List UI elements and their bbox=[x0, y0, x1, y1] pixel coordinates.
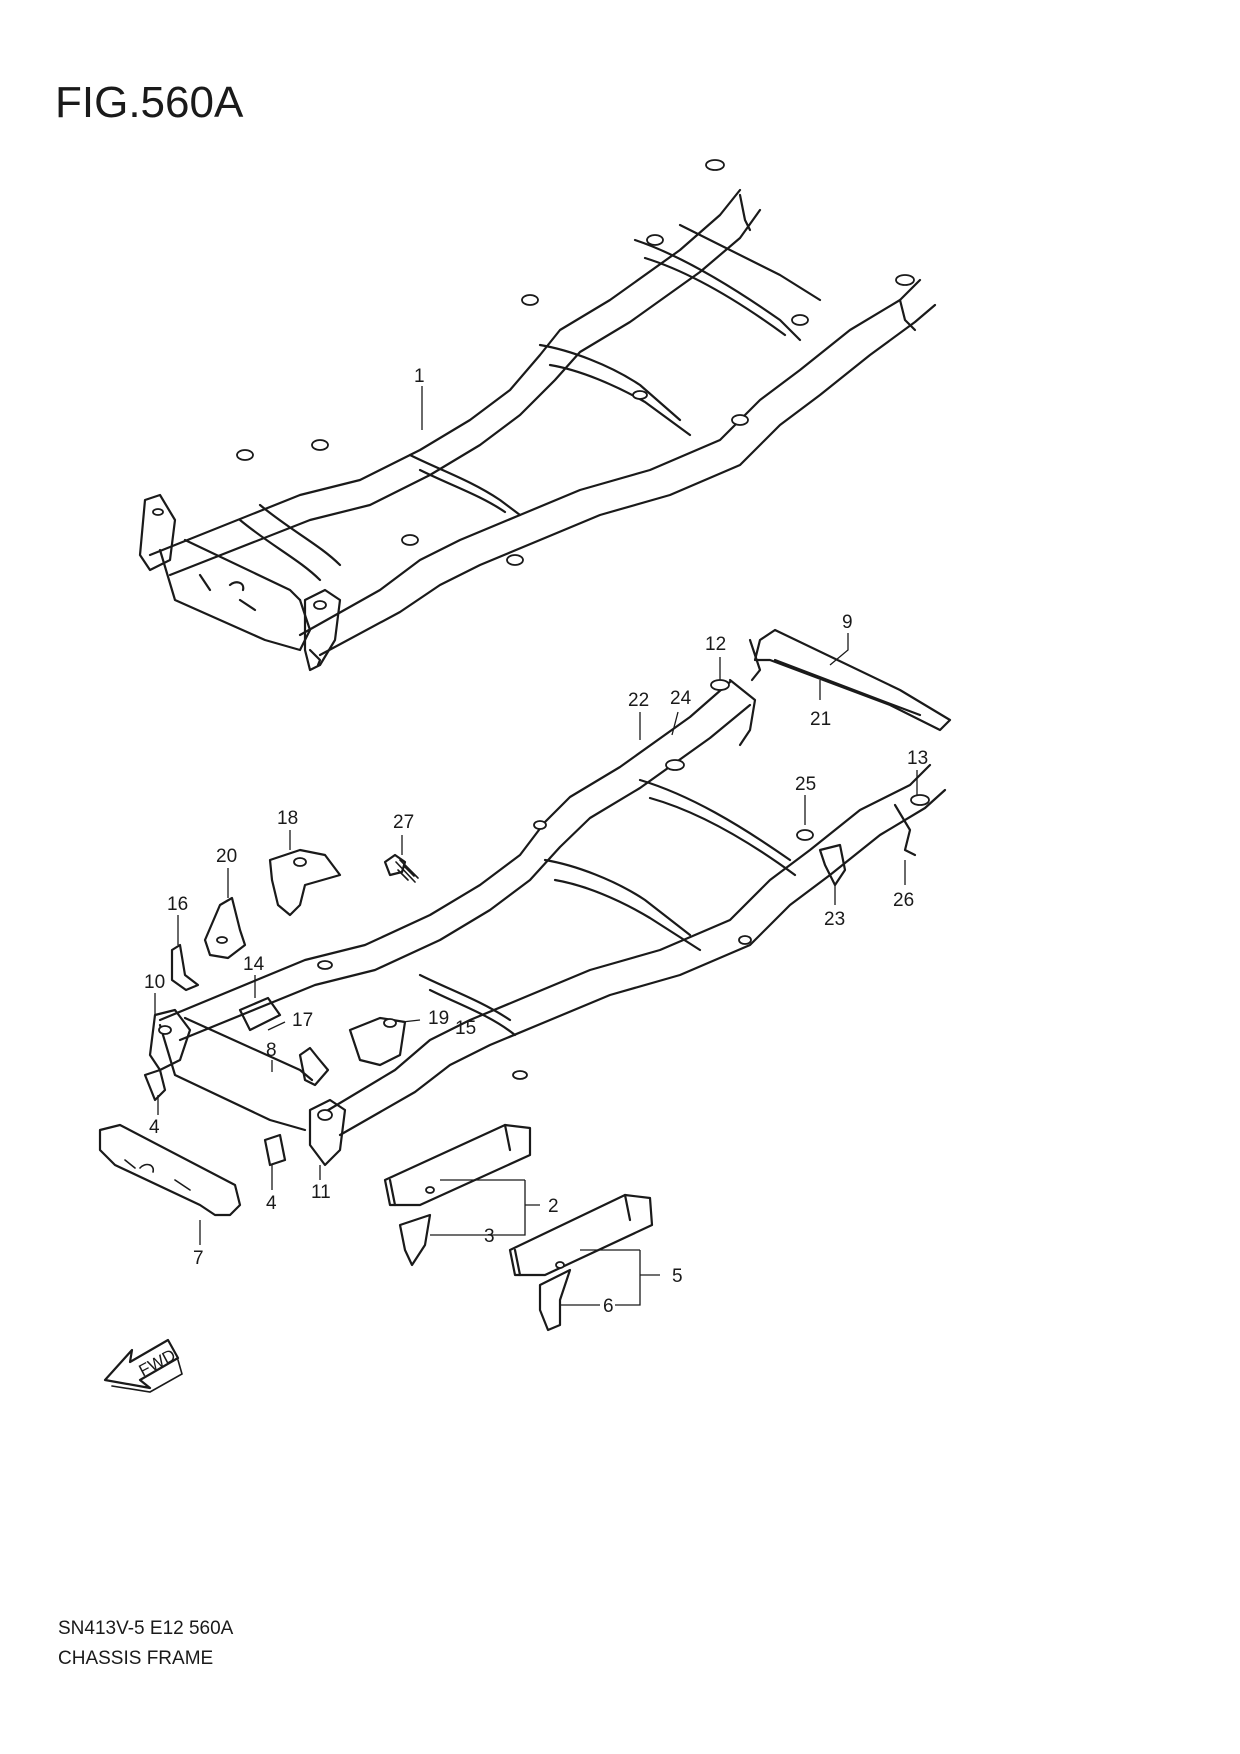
figure-title: FIG.560A bbox=[55, 78, 244, 127]
callout-27: 27 bbox=[393, 812, 414, 833]
bracket-6 bbox=[538, 1268, 572, 1332]
callout-23: 23 bbox=[824, 909, 845, 930]
bracket-14 bbox=[238, 996, 282, 1032]
callout-19: 19 bbox=[428, 1008, 449, 1029]
model-code: SN413V-5 E12 560A bbox=[58, 1618, 234, 1639]
callout-1: 1 bbox=[414, 366, 425, 387]
callout-26: 26 bbox=[893, 890, 914, 911]
fwd-label: FWD bbox=[136, 1345, 179, 1380]
callout-labels: 2 3 4 4 5 6 7 8 9 10 11 12 13 14 15 16 1… bbox=[144, 612, 928, 1317]
callout-14: 14 bbox=[243, 954, 265, 975]
callout-11: 11 bbox=[311, 1182, 331, 1203]
callout-8: 8 bbox=[266, 1040, 277, 1061]
callout-21: 21 bbox=[810, 709, 831, 730]
callout-20: 20 bbox=[216, 846, 237, 867]
exploded-chassis-frame bbox=[143, 678, 947, 1167]
rail-section-2 bbox=[383, 1123, 532, 1207]
callout-22: 22 bbox=[628, 690, 649, 711]
leader-lines bbox=[154, 633, 918, 1306]
callout-5: 5 bbox=[672, 1266, 683, 1287]
callout-15: 15 bbox=[455, 1018, 476, 1039]
assembled-chassis-frame bbox=[138, 159, 937, 672]
callout-25: 25 bbox=[795, 774, 816, 795]
rail-section-5 bbox=[508, 1193, 654, 1277]
bracket-16 bbox=[170, 943, 200, 992]
callout-18: 18 bbox=[277, 808, 298, 829]
bracket-17 bbox=[298, 1046, 330, 1087]
rear-cross-brace bbox=[748, 628, 952, 732]
callout-6: 6 bbox=[603, 1296, 614, 1317]
body-mount-brackets bbox=[236, 159, 915, 566]
mount-15 bbox=[348, 1016, 407, 1067]
callout-9: 9 bbox=[842, 612, 853, 633]
section-name: CHASSIS FRAME bbox=[58, 1648, 214, 1669]
callout-4a: 4 bbox=[149, 1117, 160, 1138]
callout-12: 12 bbox=[705, 634, 726, 655]
callout-10: 10 bbox=[144, 972, 165, 993]
callout-3: 3 bbox=[484, 1226, 495, 1247]
bracket-20 bbox=[203, 896, 247, 960]
callout-16: 16 bbox=[167, 894, 188, 915]
callout-17: 17 bbox=[292, 1010, 313, 1031]
front-cross-member-7 bbox=[98, 1123, 242, 1217]
callout-24: 24 bbox=[670, 688, 692, 709]
forward-arrow-icon: FWD bbox=[103, 1338, 183, 1393]
callout-4b: 4 bbox=[266, 1193, 277, 1214]
bolt-27 bbox=[383, 853, 419, 883]
callout-13: 13 bbox=[907, 748, 928, 769]
callout-7: 7 bbox=[193, 1248, 204, 1269]
bracket-18 bbox=[268, 848, 342, 917]
bracket-3 bbox=[398, 1213, 432, 1267]
callout-2: 2 bbox=[548, 1196, 559, 1217]
